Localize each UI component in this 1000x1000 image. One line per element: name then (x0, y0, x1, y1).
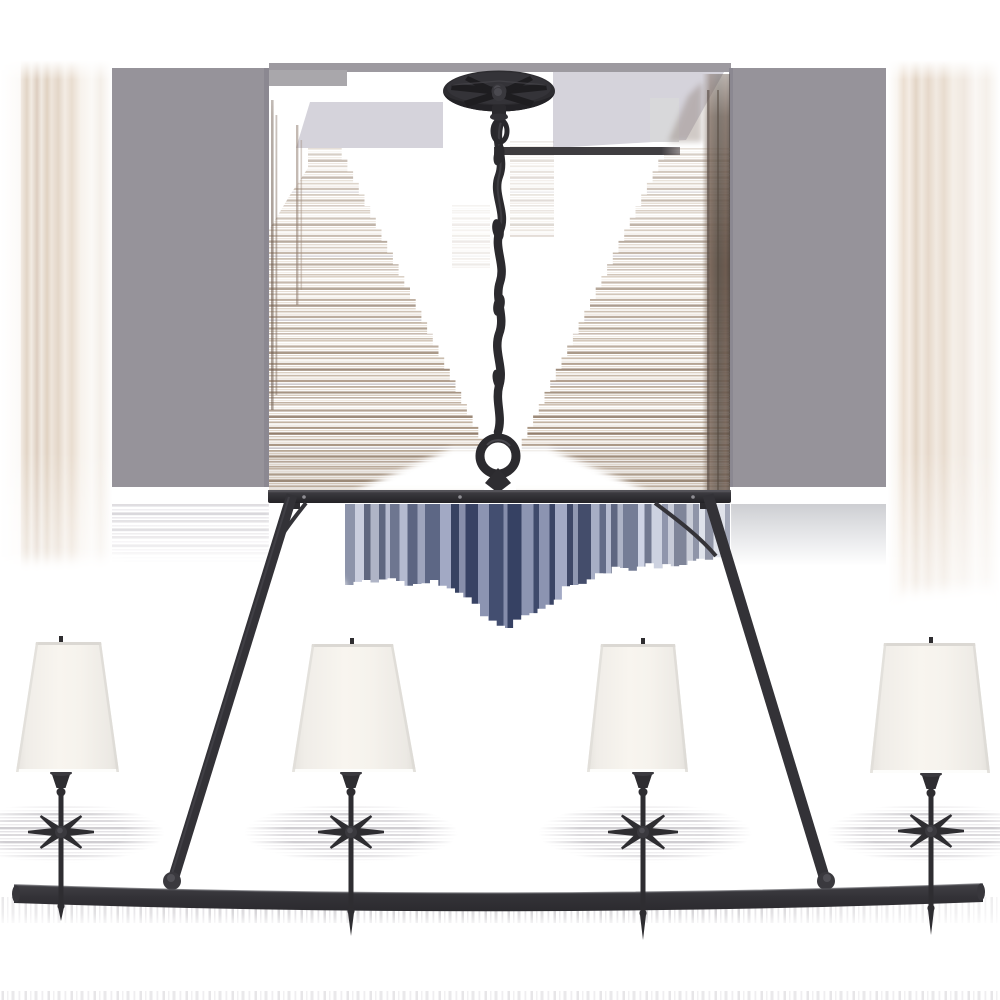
lamps (28, 770, 964, 940)
brown-line-left (271, 100, 274, 410)
lamp-2 (318, 770, 384, 936)
smear-column-right (888, 60, 1000, 620)
finial-drop (639, 913, 647, 940)
canopy-star (451, 76, 547, 107)
finial-drop (927, 908, 935, 935)
smear-field-center-left (452, 205, 490, 269)
chandelier (443, 70, 555, 493)
brace-right (653, 501, 718, 558)
bottom-ring (12, 883, 985, 912)
lamp-4 (898, 771, 964, 935)
brown-line-left-b (275, 115, 278, 395)
lamp-3 (608, 770, 678, 940)
smear-field-center-right (510, 122, 554, 238)
star-accent (28, 815, 94, 849)
brown-band-line-1 (707, 90, 710, 490)
smear-rows-below-rect-left (112, 504, 269, 562)
star-accent (608, 814, 678, 850)
linen-shade-1 (16, 636, 119, 772)
linen-shade-3 (587, 638, 688, 772)
gray-rectangle-right (729, 68, 886, 487)
gray-rectangle-left (112, 68, 269, 487)
smear-column-left (0, 60, 112, 620)
linen-shade-2 (292, 638, 416, 772)
shades (16, 636, 990, 773)
star-smear-band (0, 806, 1000, 864)
gray-rect-left-edge (264, 68, 269, 487)
finial-drop (347, 911, 355, 936)
side-rail-left (166, 493, 298, 885)
gray-strip-left (269, 70, 347, 86)
gray-rect-right-edge (729, 68, 733, 487)
lavender-band-left (296, 102, 443, 148)
brown-band-line-2 (717, 90, 719, 490)
smear-field-left (269, 148, 484, 492)
smear-columns-below-bar-v (272, 504, 730, 628)
brown-smudge-right (668, 82, 702, 142)
smear-field-right (516, 148, 730, 492)
star-accent (318, 815, 384, 849)
smear-band-below-bar-right (731, 504, 886, 566)
linen-shade-4 (870, 637, 990, 773)
star-accent (898, 814, 964, 848)
finial-drop (57, 906, 65, 921)
smear-band-bottom-edge (0, 991, 1000, 1000)
dark-row (494, 147, 680, 155)
hanging-chain (490, 115, 510, 437)
brown-band-right (702, 74, 730, 492)
smear-band-top (269, 63, 731, 72)
brown-line-left-3 (300, 140, 303, 290)
brown-line-left-2 (296, 125, 299, 305)
side-rail-right (702, 493, 832, 885)
mount-finial (485, 468, 511, 493)
